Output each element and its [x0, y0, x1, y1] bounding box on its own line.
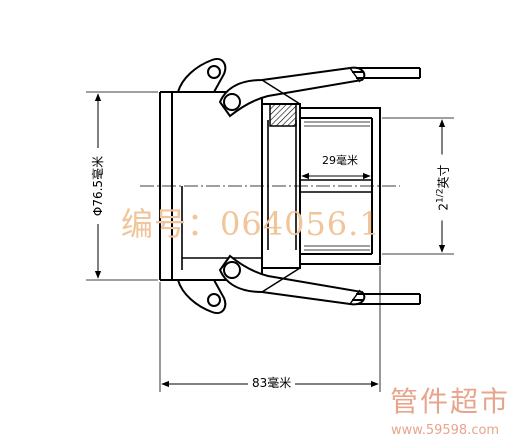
overall-length-label: 83毫米: [248, 376, 296, 390]
thread-size-label: 21/2英寸: [433, 154, 451, 221]
thread-size-prefix: 2: [436, 202, 451, 211]
brand-watermark: 管件超市: [390, 385, 511, 418]
thread-lines: [304, 121, 370, 251]
product-code-watermark: 编号：064056.1: [121, 205, 381, 243]
gasket: [269, 103, 297, 127]
extension-lines: [86, 91, 454, 392]
thread-size-unit: 英寸: [436, 164, 451, 189]
cam-arm-top: [176, 58, 366, 118]
inner-bore: [181, 120, 372, 270]
thread-length-label: 29毫米: [322, 154, 358, 168]
thread-size-fraction: 1/2: [435, 188, 446, 203]
outer-diameter-label: Φ76.5毫米: [91, 148, 105, 224]
cam-ring-bottom: [352, 293, 421, 305]
cam-ring-top: [352, 67, 421, 79]
brand-url-watermark: www.59598.com: [391, 423, 500, 438]
